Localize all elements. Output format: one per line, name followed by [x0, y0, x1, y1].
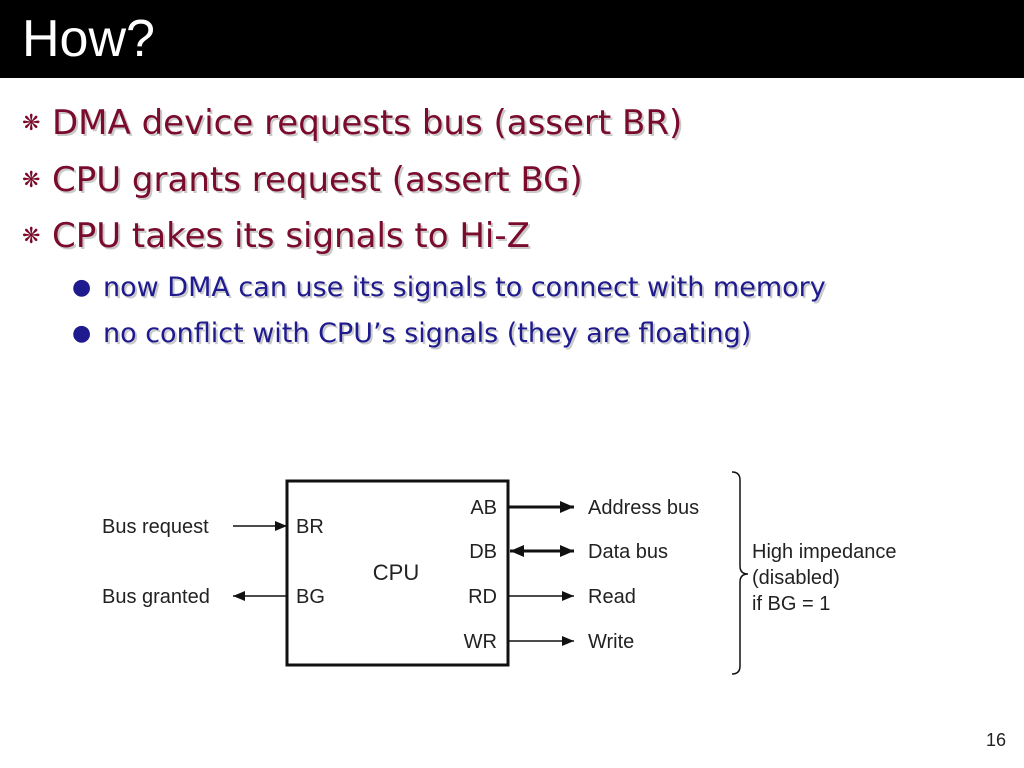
- sub-bullet-text: now DMA can use its signals to connect w…: [103, 271, 826, 303]
- bullet-item: ❋ DMA device requests bus (assert BR): [22, 98, 682, 148]
- sub-bullet-text: no conflict with CPU’s signals (they are…: [103, 317, 752, 349]
- bus-request-label: Bus request: [102, 516, 209, 538]
- db-pin-label: DB: [469, 541, 497, 563]
- address-bus-label: Address bus: [588, 497, 699, 519]
- bus-granted-label: Bus granted: [102, 586, 210, 608]
- cpu-box: [285, 479, 510, 667]
- bullet-text: DMA device requests bus (assert BR): [52, 103, 683, 143]
- hi-z-note-line1: High impedance: [752, 541, 897, 563]
- cpu-label: CPU: [373, 560, 419, 585]
- bullet-text: CPU takes its signals to Hi-Z: [52, 216, 530, 256]
- page-number: 16: [985, 730, 1006, 750]
- asterisk-bullet-icon: ❋: [22, 110, 41, 136]
- asterisk-bullet-icon: ❋: [22, 167, 41, 193]
- hi-z-note-line3: if BG = 1: [752, 593, 830, 615]
- hi-z-note-line2: (disabled): [752, 567, 840, 589]
- sub-bullet-item: ● now DMA can use its signals to connect…: [72, 267, 826, 307]
- write-label: Write: [588, 631, 634, 653]
- rd-pin-label: RD: [468, 586, 497, 608]
- data-bus-label: Data bus: [588, 541, 668, 563]
- wr-pin-label: WR: [464, 631, 497, 653]
- dot-bullet-icon: ●: [72, 274, 92, 300]
- bullet-item: ❋ CPU grants request (assert BG): [22, 155, 583, 205]
- bullet-text: CPU grants request (assert BG): [52, 160, 583, 200]
- grouping-brace: [731, 471, 749, 675]
- bullet-item: ❋ CPU takes its signals to Hi-Z: [22, 211, 530, 261]
- slide-title: How?: [22, 10, 155, 68]
- dot-bullet-icon: ●: [72, 320, 92, 346]
- asterisk-bullet-icon: ❋: [22, 223, 41, 249]
- sub-bullet-item: ● no conflict with CPU’s signals (they a…: [72, 313, 751, 353]
- ab-pin-label: AB: [470, 497, 497, 519]
- br-pin-label: BR: [296, 516, 324, 538]
- bg-pin-label: BG: [296, 586, 325, 608]
- title-bar: How?: [0, 0, 1024, 78]
- read-label: Read: [588, 586, 636, 608]
